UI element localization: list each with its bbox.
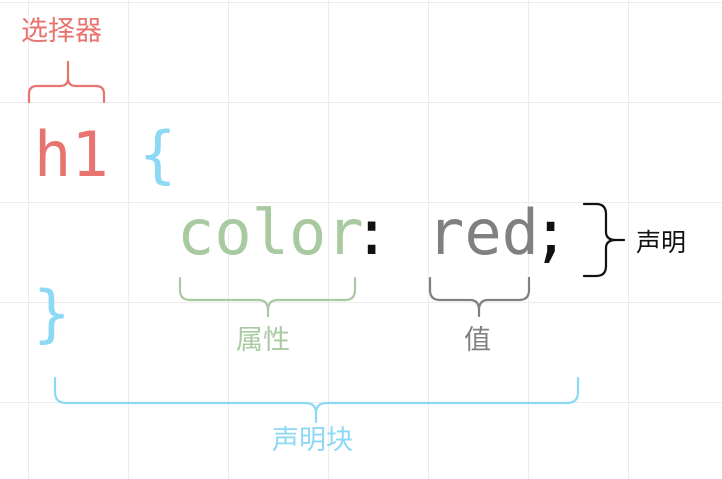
- selector-label: 选择器: [21, 16, 102, 47]
- property-bracket: [178, 276, 357, 318]
- property-label: 属性: [236, 325, 290, 356]
- declaration-block-bracket: [53, 376, 580, 424]
- value-code: red: [427, 196, 539, 269]
- open-brace: {: [139, 118, 177, 191]
- selector-code: h1: [34, 118, 109, 191]
- semicolon-code: ;: [532, 196, 570, 269]
- colon-code: :: [353, 196, 391, 269]
- close-brace: }: [33, 277, 71, 350]
- declaration-bracket: [582, 202, 626, 278]
- selector-bracket: [27, 60, 106, 104]
- declaration-label: 声明: [636, 228, 687, 257]
- property-code: color: [177, 196, 364, 269]
- value-bracket: [428, 276, 531, 318]
- value-label: 值: [464, 325, 491, 356]
- declaration-block-label: 声明块: [272, 425, 353, 456]
